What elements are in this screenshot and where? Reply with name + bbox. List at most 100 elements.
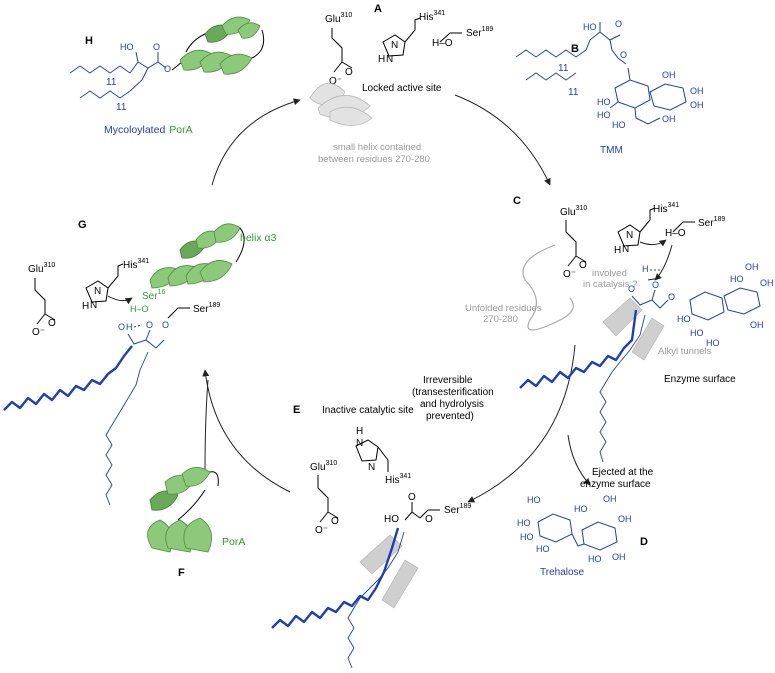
locked-caption: Locked active site bbox=[362, 83, 442, 94]
svg-text:O⁻: O⁻ bbox=[32, 327, 45, 338]
svg-text:O⁻: O⁻ bbox=[315, 525, 328, 536]
svg-text:OH: OH bbox=[690, 100, 704, 110]
panel-a-letter: A bbox=[374, 3, 382, 15]
arrow-a-to-c bbox=[454, 94, 551, 186]
inactive-caption: Inactive catalytic site bbox=[322, 405, 414, 416]
glu-label: Glu bbox=[325, 14, 341, 25]
unfolded-residues-line bbox=[522, 244, 574, 331]
tmm-sugar-2 bbox=[649, 83, 687, 111]
e-thin-chain bbox=[347, 531, 405, 669]
svg-text:Ser189: Ser189 bbox=[193, 302, 220, 315]
tmm-chain-lower bbox=[525, 72, 577, 81]
pora-structure-f bbox=[147, 467, 219, 553]
svg-text:enzyme surface: enzyme surface bbox=[580, 479, 651, 490]
panel-g: G helix α3 Ser16 H–O Glu310 O O⁻ His341 … bbox=[3, 219, 277, 506]
svg-text:H: H bbox=[82, 301, 89, 312]
svg-text:involved: involved bbox=[592, 268, 627, 279]
alkyl-tunnel-4 bbox=[381, 559, 419, 609]
svg-text:His341: His341 bbox=[385, 473, 411, 486]
panel-c: C Glu310 O O⁻ His341 H N N H–O Ser189 in… bbox=[465, 195, 774, 463]
panel-f-letter: F bbox=[178, 567, 185, 579]
svg-text:Ser189: Ser189 bbox=[466, 26, 493, 39]
arrow-e-to-g bbox=[202, 369, 291, 493]
svg-text:HO: HO bbox=[706, 338, 720, 348]
svg-text:Glu310: Glu310 bbox=[28, 262, 55, 275]
g-bold-chain bbox=[3, 345, 133, 411]
svg-text:Irreversible: Irreversible bbox=[423, 375, 473, 386]
glu-chain bbox=[331, 28, 353, 73]
panel-b: B 11 11 HO O O HO HO HO OH OH OH OH TMM bbox=[515, 19, 704, 156]
svg-text:Ejected at the: Ejected at the bbox=[592, 467, 654, 478]
e-bold-chain bbox=[271, 527, 400, 629]
svg-text:prevented): prevented) bbox=[426, 411, 474, 422]
svg-text:His341: His341 bbox=[653, 202, 679, 215]
svg-text:O: O bbox=[345, 67, 353, 78]
svg-text:H: H bbox=[378, 54, 385, 65]
svg-text:Unfolded residues: Unfolded residues bbox=[465, 303, 542, 314]
h-chain-lower bbox=[79, 90, 131, 99]
arrow-c-to-e bbox=[467, 344, 576, 503]
svg-text:His341: His341 bbox=[419, 10, 445, 23]
c-bold-chain bbox=[519, 309, 638, 389]
panel-b-letter: B bbox=[571, 43, 579, 55]
svg-text:HO: HO bbox=[527, 495, 541, 505]
helix-note-line2: between residues 270-280 bbox=[318, 154, 430, 165]
svg-text:H–O: H–O bbox=[432, 38, 453, 49]
svg-text:11: 11 bbox=[568, 87, 579, 98]
trehalose-name: Trehalose bbox=[540, 567, 585, 578]
arrow-to-d bbox=[567, 434, 591, 486]
svg-text:HO: HO bbox=[574, 504, 588, 514]
svg-text:OH: OH bbox=[690, 86, 704, 96]
svg-text:HO: HO bbox=[677, 314, 691, 324]
svg-text:O⁻: O⁻ bbox=[563, 269, 576, 280]
svg-text:O: O bbox=[146, 320, 153, 330]
svg-text:OH: OH bbox=[618, 514, 632, 524]
svg-text:11: 11 bbox=[558, 63, 569, 74]
svg-text:HO: HO bbox=[730, 274, 744, 284]
svg-text:OH: OH bbox=[662, 114, 676, 124]
svg-text:(transesterification: (transesterification bbox=[412, 387, 494, 398]
svg-text:N: N bbox=[626, 230, 633, 241]
svg-text:OH: OH bbox=[603, 494, 617, 504]
svg-text:O⁻: O⁻ bbox=[329, 76, 342, 87]
panel-e-letter: E bbox=[293, 404, 300, 416]
svg-text:N: N bbox=[94, 286, 101, 297]
svg-text:O: O bbox=[620, 50, 627, 60]
tmm-chain-upper bbox=[515, 49, 587, 58]
trehalose-sugar-1 bbox=[537, 513, 573, 543]
svg-text:O: O bbox=[408, 492, 416, 503]
svg-text:O: O bbox=[615, 19, 622, 29]
svg-text:HO: HO bbox=[597, 97, 611, 107]
svg-text:O: O bbox=[331, 516, 339, 527]
panel-g-letter: G bbox=[78, 219, 87, 231]
svg-text:OH: OH bbox=[745, 262, 759, 272]
svg-text:HO: HO bbox=[612, 120, 626, 130]
svg-text:O: O bbox=[652, 280, 659, 290]
ser-label: Ser bbox=[466, 28, 482, 39]
panel-a: A Glu310 O O⁻ His341 H N N H–O Ser189 Lo… bbox=[309, 3, 493, 165]
svg-text:HO: HO bbox=[588, 554, 602, 564]
panel-h-letter: H bbox=[85, 35, 93, 47]
svg-text:N: N bbox=[90, 300, 97, 311]
svg-text:N: N bbox=[368, 462, 375, 473]
svg-text:O: O bbox=[162, 320, 169, 330]
svg-text:N: N bbox=[356, 438, 363, 449]
svg-text:O: O bbox=[668, 292, 675, 302]
svg-text:HO: HO bbox=[690, 328, 704, 338]
svg-text:OH: OH bbox=[750, 320, 764, 330]
svg-text:H–O: H–O bbox=[130, 304, 149, 314]
g-thin-chain bbox=[105, 351, 149, 506]
enzyme-surface-label: Enzyme surface bbox=[664, 374, 736, 385]
svg-text:Glu310: Glu310 bbox=[560, 205, 587, 218]
alkyl-tunnels-label: Alkyl tunnels bbox=[658, 346, 712, 357]
svg-text:OH: OH bbox=[760, 278, 774, 288]
svg-text:O: O bbox=[153, 42, 160, 52]
cycle-arrows bbox=[202, 94, 591, 503]
svg-text:HO: HO bbox=[536, 544, 550, 554]
panel-c-letter: C bbox=[513, 195, 521, 207]
svg-text:OH: OH bbox=[662, 70, 676, 80]
svg-text:O: O bbox=[628, 284, 635, 294]
svg-text:N: N bbox=[386, 54, 393, 65]
